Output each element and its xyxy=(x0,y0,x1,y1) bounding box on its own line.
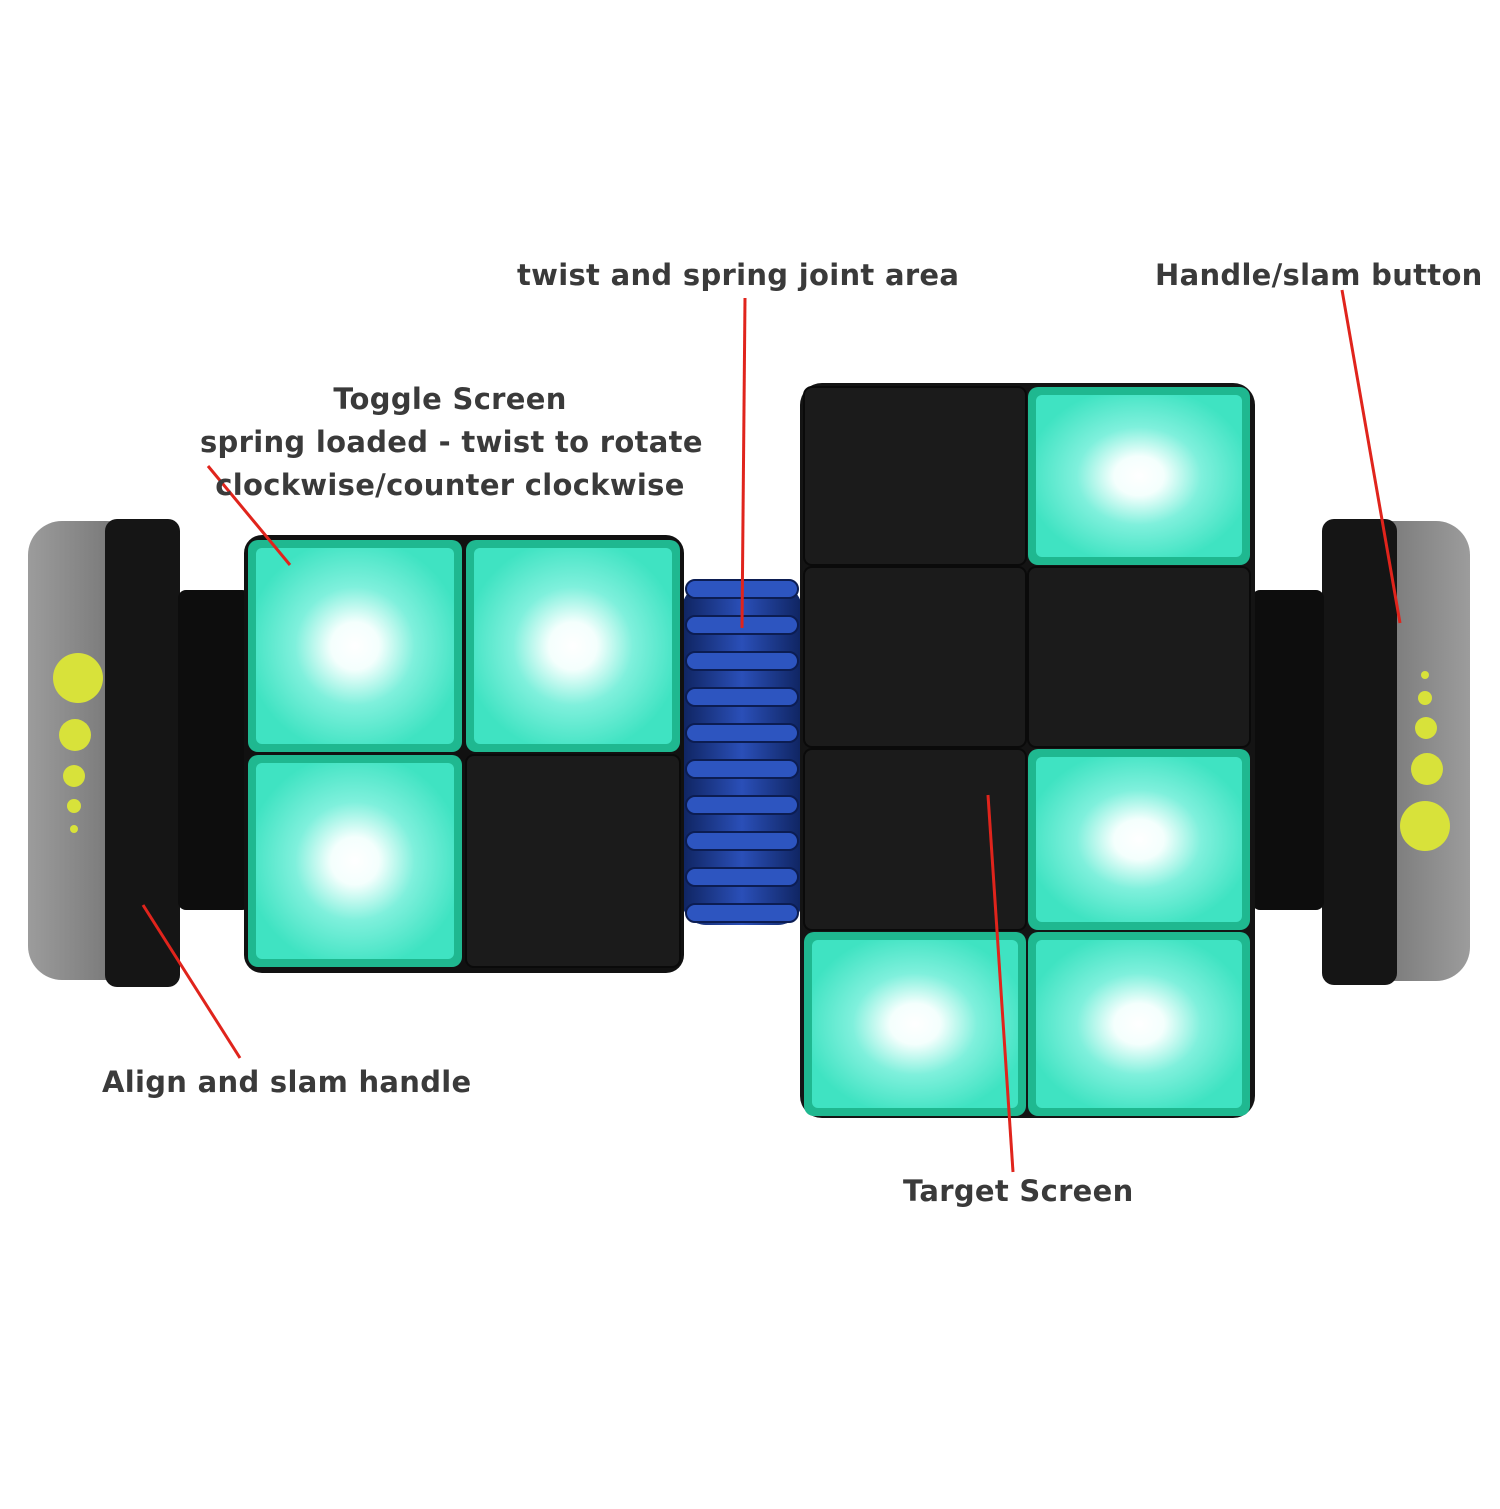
target-tile-8 xyxy=(1028,932,1250,1116)
target-screen xyxy=(800,383,1255,1118)
target-tile-2 xyxy=(1028,387,1250,565)
label-toggle-line3: clockwise/counter clockwise xyxy=(215,468,685,502)
left-handle-plate xyxy=(105,519,180,987)
right-dot-3 xyxy=(1415,717,1437,739)
target-tile-5-dark xyxy=(803,748,1027,931)
left-dot-5 xyxy=(70,825,78,833)
toggle-tile-4-dark xyxy=(465,754,681,968)
toggle-screen[interactable] xyxy=(244,535,684,973)
label-target: Target Screen xyxy=(903,1174,1134,1208)
spring-ring xyxy=(685,903,799,923)
label-toggle-line2: spring loaded - twist to rotate xyxy=(200,425,703,459)
leader-joint xyxy=(740,297,747,629)
left-dot-1 xyxy=(53,653,103,703)
spring-ring xyxy=(685,795,799,815)
label-align-handle: Align and slam handle xyxy=(102,1065,472,1099)
target-tile-2-light xyxy=(1036,395,1242,557)
left-handle-shaft xyxy=(178,590,250,910)
right-dot-1 xyxy=(1421,671,1429,679)
spring-ring xyxy=(685,867,799,887)
target-tile-6 xyxy=(1028,749,1250,930)
target-tile-6-light xyxy=(1036,757,1242,922)
leader-toggle xyxy=(206,465,292,566)
leader-align xyxy=(141,904,242,1059)
target-tile-4 xyxy=(1027,566,1251,748)
right-dot-5 xyxy=(1400,801,1450,851)
toggle-tile-2 xyxy=(466,540,680,752)
toggle-tile-4 xyxy=(465,754,681,968)
label-handle-button: Handle/slam button xyxy=(1155,258,1483,292)
label-joint: twist and spring joint area xyxy=(517,258,960,292)
left-dot-2 xyxy=(59,719,91,751)
toggle-tile-3 xyxy=(248,755,462,967)
spring-ring xyxy=(685,723,799,743)
target-tile-8-light xyxy=(1036,940,1242,1108)
right-handle-shaft xyxy=(1252,590,1324,910)
spring-joint xyxy=(682,579,802,925)
target-tile-7-light xyxy=(812,940,1018,1108)
target-tile-3 xyxy=(803,566,1027,748)
right-dot-2 xyxy=(1418,691,1432,705)
spring-ring xyxy=(685,831,799,851)
target-tile-1 xyxy=(803,386,1027,566)
target-tile-7 xyxy=(804,932,1026,1116)
right-handle xyxy=(1252,519,1470,985)
toggle-tile-3-light xyxy=(256,763,454,959)
toggle-tile-1-light xyxy=(256,548,454,744)
label-toggle-title: Toggle Screen xyxy=(333,382,567,416)
target-tile-1-dark xyxy=(803,386,1027,566)
spring-ring xyxy=(685,651,799,671)
toggle-tile-2-light xyxy=(474,548,672,744)
right-handle-plate xyxy=(1322,519,1397,985)
left-handle xyxy=(28,519,250,987)
leader-target xyxy=(986,794,1015,1173)
left-dot-4 xyxy=(67,799,81,813)
leader-lines xyxy=(141,289,1402,1173)
spring-ring xyxy=(685,759,799,779)
target-tile-3-dark xyxy=(803,566,1027,748)
leader-handle-button xyxy=(1340,289,1402,624)
right-dot-4 xyxy=(1411,753,1443,785)
target-tile-5 xyxy=(803,748,1027,931)
label-toggle-screen: Toggle Screen spring loaded - twist to r… xyxy=(200,378,703,507)
left-dot-3 xyxy=(63,765,85,787)
spring-ring xyxy=(685,687,799,707)
toggle-tile-1 xyxy=(248,540,462,752)
target-tile-4-dark xyxy=(1027,566,1251,748)
